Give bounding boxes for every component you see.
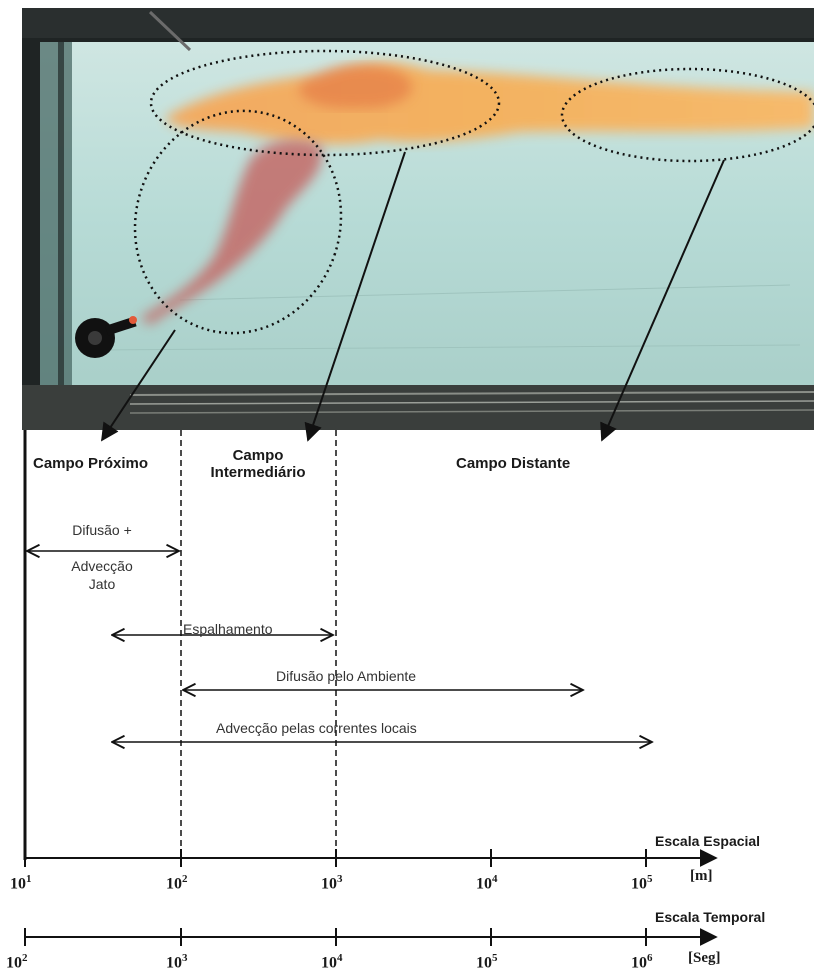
far-field-label: Campo Distante bbox=[456, 455, 570, 472]
spatial-axis-unit: [m] bbox=[690, 868, 713, 885]
diffusion-advection-label: Difusão + Advecção Jato bbox=[52, 541, 152, 595]
spatial-tick-label: 103 bbox=[321, 873, 343, 893]
temporal-tick-label: 106 bbox=[631, 952, 653, 972]
spatial-tick-label: 101 bbox=[10, 873, 32, 893]
temporal-tick-label: 103 bbox=[166, 952, 188, 972]
spatial-axis-title: Escala Espacial bbox=[655, 833, 760, 849]
diffusion-advection-label-line2: Advecção bbox=[52, 557, 152, 575]
near-field-label: Campo Próximo bbox=[33, 455, 148, 472]
temporal-tick-label: 104 bbox=[321, 952, 343, 972]
temporal-axis-unit: [Seg] bbox=[688, 950, 721, 967]
temporal-axis-title: Escala Temporal bbox=[655, 909, 765, 925]
intermediate-field-label-line2: Intermediário bbox=[194, 464, 322, 481]
diffusion-advection-label-line1: Difusão + bbox=[52, 521, 152, 539]
far-field-pointer bbox=[602, 160, 724, 440]
ambient-diffusion-label: Difusão pelo Ambiente bbox=[276, 667, 416, 685]
temporal-tick-label: 105 bbox=[476, 952, 498, 972]
local-currents-label: Advecção pelas correntes locais bbox=[216, 719, 417, 737]
spreading-label: Espalhamento bbox=[183, 620, 273, 638]
temporal-tick-label: 102 bbox=[6, 952, 28, 972]
diffusion-advection-label-line3: Jato bbox=[52, 575, 152, 593]
spatial-tick-label: 104 bbox=[476, 873, 498, 893]
near-field-pointer bbox=[102, 330, 175, 440]
intermediate-field-pointer bbox=[308, 152, 405, 440]
spatial-tick-label: 105 bbox=[631, 873, 653, 893]
intermediate-field-label-line1: Campo bbox=[194, 447, 322, 464]
spatial-tick-label: 102 bbox=[166, 873, 188, 893]
intermediate-field-label: Campo Intermediário bbox=[194, 447, 322, 481]
